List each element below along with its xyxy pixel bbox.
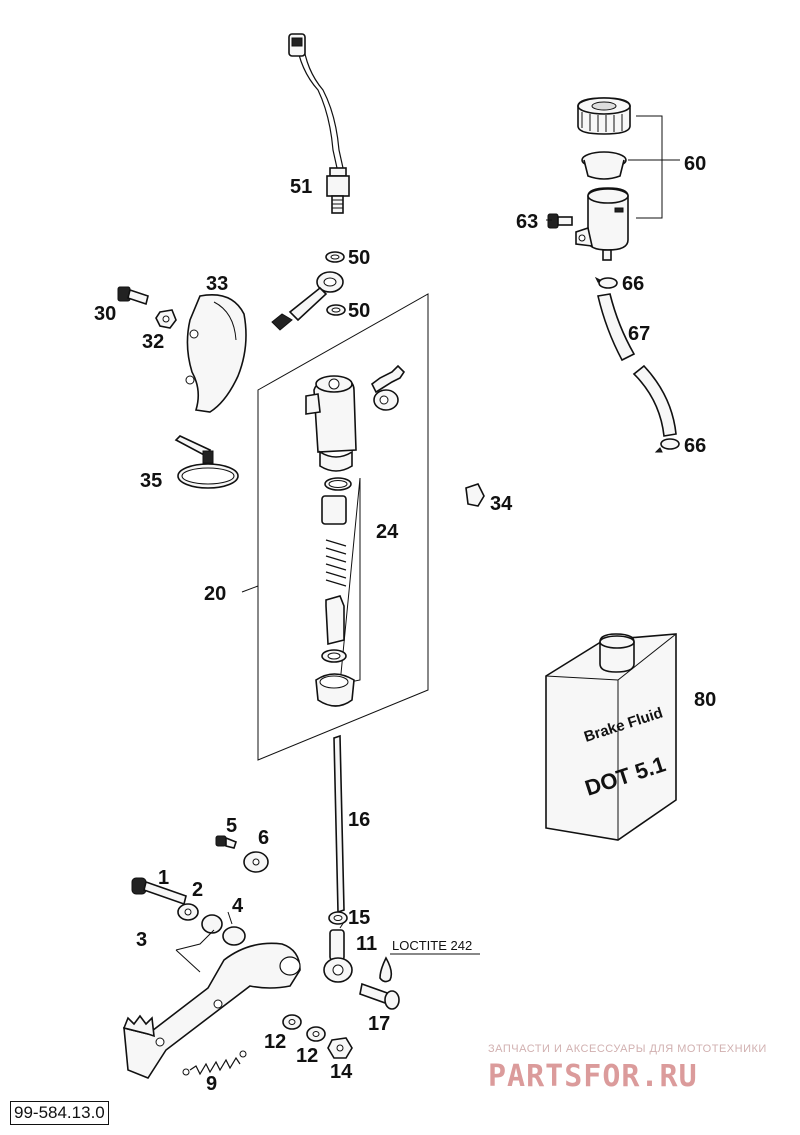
watermark-tagline: ЗАПЧАСТИ И АКСЕССУАРЫ ДЛЯ МОТОТЕХНИКИ: [488, 1043, 767, 1055]
return-spring-part[interactable]: [182, 1050, 247, 1076]
master-cylinder-body-part[interactable]: [305, 375, 357, 472]
loctite-note: LOCTITE 242: [392, 938, 472, 953]
copper-washers-part[interactable]: [325, 251, 346, 316]
spacer-6-part[interactable]: [243, 851, 269, 873]
leader-lines: [175, 115, 680, 973]
bolt-part[interactable]: [117, 286, 149, 306]
callout-66-upper: 66: [622, 273, 644, 295]
callout-labels: 51 50 50 60 63 66 67 66 33 30 32 35 34 2…: [94, 153, 716, 1095]
nut-14-part[interactable]: [327, 1037, 353, 1059]
fluid-reservoir-part[interactable]: [575, 97, 631, 261]
loctite-drop-icon: [379, 956, 393, 983]
repair-kit-part[interactable]: [315, 477, 355, 707]
screw-5-part[interactable]: [215, 835, 237, 849]
callout-9: 9: [206, 1073, 217, 1095]
bushings-part[interactable]: [201, 914, 246, 946]
watermark: ЗАПЧАСТИ И АКСЕССУАРЫ ДЛЯ МОТОТЕХНИКИ PA…: [488, 1043, 767, 1094]
pivot-bolt-part[interactable]: [131, 877, 187, 906]
callout-67: 67: [628, 323, 650, 345]
callout-32: 32: [142, 331, 164, 353]
brake-hose-part[interactable]: [597, 293, 677, 437]
clevis-pin-part[interactable]: [359, 982, 400, 1010]
brake-light-switch-part[interactable]: [288, 33, 350, 214]
callout-50-upper: 50: [348, 247, 370, 269]
callout-80: 80: [694, 689, 716, 711]
nut-part[interactable]: [155, 309, 177, 329]
callout-4: 4: [232, 895, 244, 917]
protection-cover-part[interactable]: [185, 294, 247, 413]
hose-clamp-lower-part[interactable]: [654, 438, 680, 453]
callout-63: 63: [516, 211, 538, 233]
assembly-bracket-20: [257, 293, 429, 761]
elbow-fitting-part[interactable]: [370, 364, 406, 411]
cable-tie-part[interactable]: [174, 435, 239, 489]
brake-pedal-part[interactable]: [122, 942, 301, 1079]
callout-50-lower: 50: [348, 300, 370, 322]
callout-1: 1: [158, 867, 169, 889]
washers-12-part[interactable]: [282, 1014, 326, 1042]
hose-clamp-upper-part[interactable]: [594, 276, 618, 289]
rubber-plug-part[interactable]: [465, 483, 485, 507]
callout-12-right: 12: [296, 1045, 318, 1067]
callout-51: 51: [290, 176, 312, 198]
callout-2: 2: [192, 879, 203, 901]
callout-24: 24: [376, 521, 399, 543]
pushrod-part[interactable]: [333, 734, 345, 914]
callout-66-lower: 66: [684, 435, 706, 457]
callout-33: 33: [206, 273, 228, 295]
callout-3: 3: [136, 929, 147, 951]
callout-35: 35: [140, 470, 162, 492]
callout-20: 20: [204, 583, 226, 605]
callout-11: 11: [356, 933, 377, 955]
callout-6: 6: [258, 827, 269, 849]
brake-fluid-bottle-part[interactable]: Brake Fluid DOT 5.1: [545, 633, 677, 841]
callout-60: 60: [684, 153, 706, 175]
reservoir-screw-part[interactable]: [547, 213, 573, 229]
callout-17: 17: [368, 1013, 390, 1035]
callout-14: 14: [330, 1061, 353, 1083]
clevis-part[interactable]: [323, 929, 353, 983]
clevis-washer-15-part[interactable]: [328, 911, 348, 925]
banjo-fitting-part[interactable]: [271, 271, 344, 331]
callout-30: 30: [94, 303, 116, 325]
callout-5: 5: [226, 815, 237, 837]
callout-34: 34: [490, 493, 513, 515]
callout-15: 15: [348, 907, 370, 929]
watermark-logo: PARTSFOR.RU: [488, 1059, 698, 1094]
washer-part[interactable]: [177, 903, 199, 921]
callout-12-left: 12: [264, 1031, 286, 1053]
callout-16: 16: [348, 809, 370, 831]
drawing-number: 99-584.13.0: [10, 1101, 109, 1125]
